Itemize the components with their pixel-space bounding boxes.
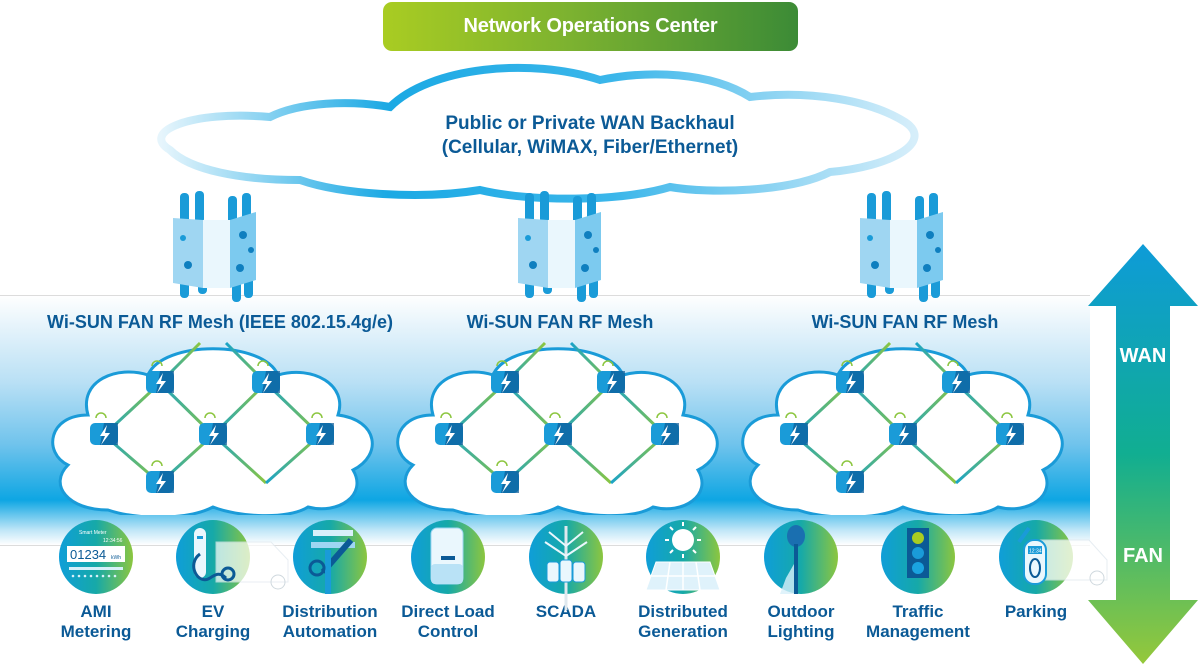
mesh-node-icon[interactable] [836,460,864,493]
rf-mesh-cloud [51,341,374,515]
router-gateway-icon[interactable] [503,188,613,303]
app-label-line2: Automation [282,622,378,641]
noc-label: Network Operations Center [463,15,718,37]
app-ev-charging[interactable]: EV Charging [154,520,289,642]
meter-unit: kWh [111,555,121,561]
mesh-title-2: Wi-SUN FAN RF Mesh [466,312,654,332]
divider-top [0,295,1090,296]
app-label-line2: Charging [175,622,251,641]
mesh-node-icon[interactable] [780,412,808,445]
mesh-node-icon[interactable] [651,412,679,445]
network-operations-center-button[interactable]: Network Operations Center [383,2,798,51]
router-gateway-icon[interactable] [845,188,955,303]
app-label-line1: Distribution [282,602,378,621]
app-label-line1: Direct Load [401,602,495,621]
wan-backhaul-cloud [157,63,919,203]
app-outdoor-lighting[interactable]: Outdoor Lighting [742,520,860,642]
rf-mesh-cloud [396,341,719,515]
app-ami-metering[interactable]: Smart Meter 12:34:56 01234 kWh AMI Meter… [37,520,155,642]
smart-meter-icon: Smart Meter 12:34:56 01234 kWh [59,520,133,594]
app-label-line1: Distributed [638,602,728,621]
app-scada[interactable]: SCADA [507,520,625,622]
app-label-line1: SCADA [535,602,597,621]
mesh-node-icon[interactable] [942,360,970,393]
mesh-node-icon[interactable] [491,360,519,393]
mesh-node-icon[interactable] [146,460,174,493]
wan-fan-double-arrow [1088,244,1198,664]
mesh-node-icon[interactable] [544,412,572,445]
ev-charger-icon [176,520,289,594]
wan-label: WAN [1119,345,1167,367]
app-distribution-automation[interactable]: Distribution Automation [271,520,389,642]
mesh-node-icon[interactable] [889,412,917,445]
mesh-node-icon[interactable] [491,460,519,493]
wan-line-2: (Cellular, WiMAX, Fiber/Ethernet) [441,137,739,158]
mesh-node-icon[interactable] [597,360,625,393]
meter-reading: 01234 [70,547,106,562]
app-label-line1: Traffic [892,602,944,621]
app-distributed-generation[interactable]: Distributed Generation [624,520,742,642]
rf-mesh-cloud [741,341,1064,515]
app-traffic-management[interactable]: Traffic Management [859,520,977,642]
meter-brand: Smart Meter [79,530,107,536]
app-label-line2: Generation [638,622,728,641]
mesh-node-icon[interactable] [252,360,280,393]
traffic-light-icon [881,520,955,594]
utility-pole-icon [293,520,367,594]
parking-meter-icon: 12:34 [999,520,1108,594]
app-label-line2: Metering [60,622,132,641]
wan-backhaul-label: Public or Private WAN Backhaul (Cellular… [380,112,800,160]
app-label-line1: EV [201,602,225,621]
mesh-node-icon[interactable] [146,360,174,393]
fan-label: FAN [1123,545,1163,567]
mesh-node-icon[interactable] [836,360,864,393]
street-light-icon [764,520,838,594]
app-label-line2: Lighting [767,622,835,641]
mesh-node-icon[interactable] [90,412,118,445]
mesh-node-icon[interactable] [199,412,227,445]
app-label-line1: Outdoor [767,602,835,621]
app-parking[interactable]: 12:34 Parking [977,520,1108,622]
app-label-line1: Parking [1004,602,1068,621]
wan-line-1: Public or Private WAN Backhaul [445,113,735,134]
mesh-node-icon[interactable] [996,412,1024,445]
parking-meter-time: 12:34 [1029,549,1042,555]
app-label-line2: Management [866,622,970,641]
mesh-title-3: Wi-SUN FAN RF Mesh [811,312,999,332]
mesh-node-icon[interactable] [435,412,463,445]
app-direct-load-control[interactable]: Direct Load Control [389,520,507,642]
solar-panel-icon [645,520,721,594]
load-control-unit-icon [411,520,485,594]
app-label-line2: Control [417,622,479,641]
app-label-line1: AMI [80,602,112,621]
scada-transformer-icon [529,520,603,610]
meter-time: 12:34:56 [103,538,123,544]
mesh-title-1: Wi-SUN FAN RF Mesh (IEEE 802.15.4g/e) [47,312,393,332]
router-gateway-icon[interactable] [158,188,268,303]
mesh-node-icon[interactable] [306,412,334,445]
